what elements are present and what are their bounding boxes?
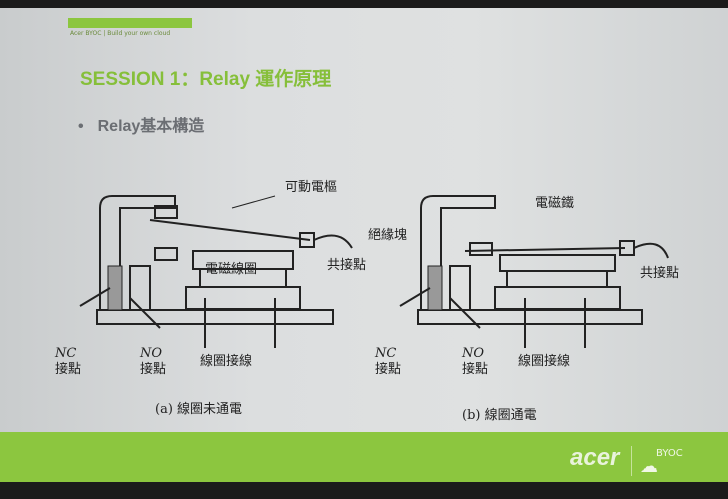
- label-nc-b-code: NC: [375, 346, 397, 361]
- caption-a: (a) 線圈未通電: [155, 402, 243, 417]
- label-armature: 可動電樞: [285, 180, 338, 195]
- byoc-logo: BYOC: [656, 448, 683, 459]
- slide: Acer BYOC | Build your own cloud SESSION…: [0, 8, 728, 482]
- label-no-a-text: 接點: [140, 362, 167, 377]
- bullet-text: Relay基本構造: [97, 118, 205, 135]
- label-no-a-code: NO: [140, 346, 163, 361]
- label-coil: 電磁線圈: [205, 262, 258, 277]
- label-common-a: 共接點: [327, 258, 367, 273]
- label-nc-b-text: 接點: [375, 362, 402, 377]
- footer-bar: [0, 432, 728, 482]
- acer-logo: acer: [570, 444, 620, 471]
- label-magnet: 電磁鐵: [535, 196, 575, 211]
- relay-diagram-a: [79, 195, 353, 348]
- bullet-dot: •: [78, 118, 84, 135]
- label-insulator: 絕緣塊: [368, 228, 408, 243]
- label-nc-a-code: NC: [55, 346, 77, 361]
- label-no-b-code: NO: [462, 346, 485, 361]
- relay-diagram-b: [399, 195, 669, 348]
- label-no-b-text: 接點: [462, 362, 489, 377]
- bullet-item: • Relay基本構造: [78, 112, 204, 136]
- caption-b: (b) 線圈通電: [462, 408, 537, 423]
- cloud-icon: ☁: [640, 456, 658, 477]
- label-coil-wire-b: 線圈接線: [518, 354, 571, 369]
- label-coil-wire-a: 線圈接線: [200, 354, 253, 369]
- footer-divider: [631, 446, 632, 476]
- header-accent-bar: [68, 18, 192, 28]
- slide-title: SESSION 1：Relay 運作原理: [80, 69, 332, 90]
- label-common-b: 共接點: [640, 266, 680, 281]
- relay-diagrams: [79, 195, 669, 348]
- tagline: Acer BYOC | Build your own cloud: [70, 30, 171, 37]
- label-nc-a-text: 接點: [55, 362, 82, 377]
